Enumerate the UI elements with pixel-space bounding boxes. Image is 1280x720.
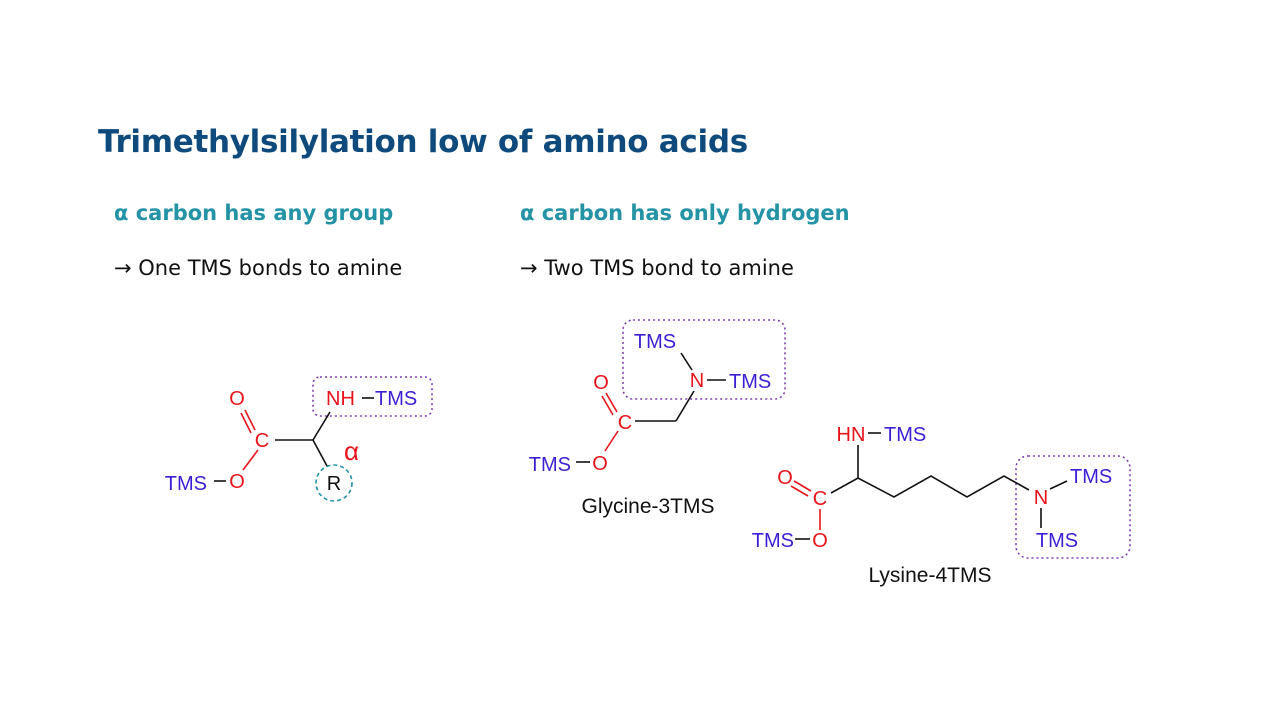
tms-n-bond bbox=[680, 352, 693, 371]
alpha-r-bond bbox=[312, 439, 328, 467]
glycine-structure: TMS N TMS O C O TMS Glycine-3TMS bbox=[529, 319, 786, 518]
carbonyl-bond-1 bbox=[244, 409, 256, 431]
lysine-ester-oxygen: O bbox=[812, 530, 828, 552]
lysine-carbonyl-bond-2 bbox=[790, 485, 809, 497]
glycine-ester-c-o-bond bbox=[604, 430, 619, 452]
lysine-carbonyl-carbon: C bbox=[813, 488, 827, 510]
glycine-tms-1: TMS bbox=[634, 331, 676, 353]
right-rule: → Two TMS bond to amine bbox=[520, 256, 794, 280]
ester-c-o-bond bbox=[242, 449, 259, 471]
r-group-circle bbox=[315, 464, 353, 502]
lysine-structure: HN TMS O C O TMS N TMS TMS Lysine-4TMS bbox=[752, 424, 1131, 587]
lysine-name: Lysine-4TMS bbox=[869, 564, 992, 587]
lysine-carbonyl-oxygen: O bbox=[777, 467, 793, 489]
glycine-carbonyl-carbon: C bbox=[618, 412, 632, 434]
ester-oxygen: O bbox=[229, 471, 245, 493]
ester-tms: TMS bbox=[165, 473, 207, 495]
glycine-nitrogen: N bbox=[690, 370, 704, 392]
generic-amino-acid-structure: O C O TMS NH TMS R α bbox=[165, 376, 433, 502]
carbonyl-bond-2 bbox=[240, 412, 252, 434]
lysine-carbonyl-bond-1 bbox=[793, 480, 812, 492]
glycine-ester-tms: TMS bbox=[529, 454, 571, 476]
lysine-epsilon-nitrogen: N bbox=[1034, 487, 1048, 509]
slide-title: Trimethylsilylation low of amino acids bbox=[98, 124, 748, 160]
lysine-ester-tms: TMS bbox=[752, 530, 794, 552]
glycine-name: Glycine-3TMS bbox=[581, 495, 714, 518]
lysine-n-tms-2: TMS bbox=[1036, 530, 1078, 552]
left-heading: α carbon has any group bbox=[114, 201, 394, 225]
carbonyl-oxygen: O bbox=[229, 388, 245, 410]
glycine-tms-2: TMS bbox=[729, 371, 771, 393]
glycine-ester-oxygen: O bbox=[592, 453, 608, 475]
alpha-label: α bbox=[344, 436, 359, 466]
lysine-amine-highlight-box bbox=[1015, 455, 1131, 559]
glycine-carbonyl-bond-2 bbox=[601, 395, 614, 416]
glycine-carbonyl-oxygen: O bbox=[593, 372, 609, 394]
glycine-amine-highlight-box bbox=[622, 319, 786, 400]
amine-tms: TMS bbox=[375, 388, 417, 410]
n-ch2-bond bbox=[675, 390, 695, 422]
right-heading: α carbon has only hydrogen bbox=[520, 201, 850, 225]
left-rule: → One TMS bonds to amine bbox=[114, 256, 403, 280]
glycine-carbonyl-bond-1 bbox=[605, 392, 618, 413]
lysine-alpha-tms: TMS bbox=[884, 424, 926, 446]
carbonyl-carbon: C bbox=[255, 430, 269, 452]
amine-nh: NH bbox=[326, 388, 355, 410]
n-tms1-bond bbox=[1049, 480, 1068, 490]
alpha-n-bond bbox=[312, 411, 331, 441]
lysine-backbone bbox=[830, 475, 1030, 498]
lysine-alpha-hn: HN bbox=[837, 424, 866, 446]
amine-highlight-box bbox=[312, 376, 433, 417]
r-group: R bbox=[327, 473, 341, 495]
lysine-n-tms-1: TMS bbox=[1070, 466, 1112, 488]
